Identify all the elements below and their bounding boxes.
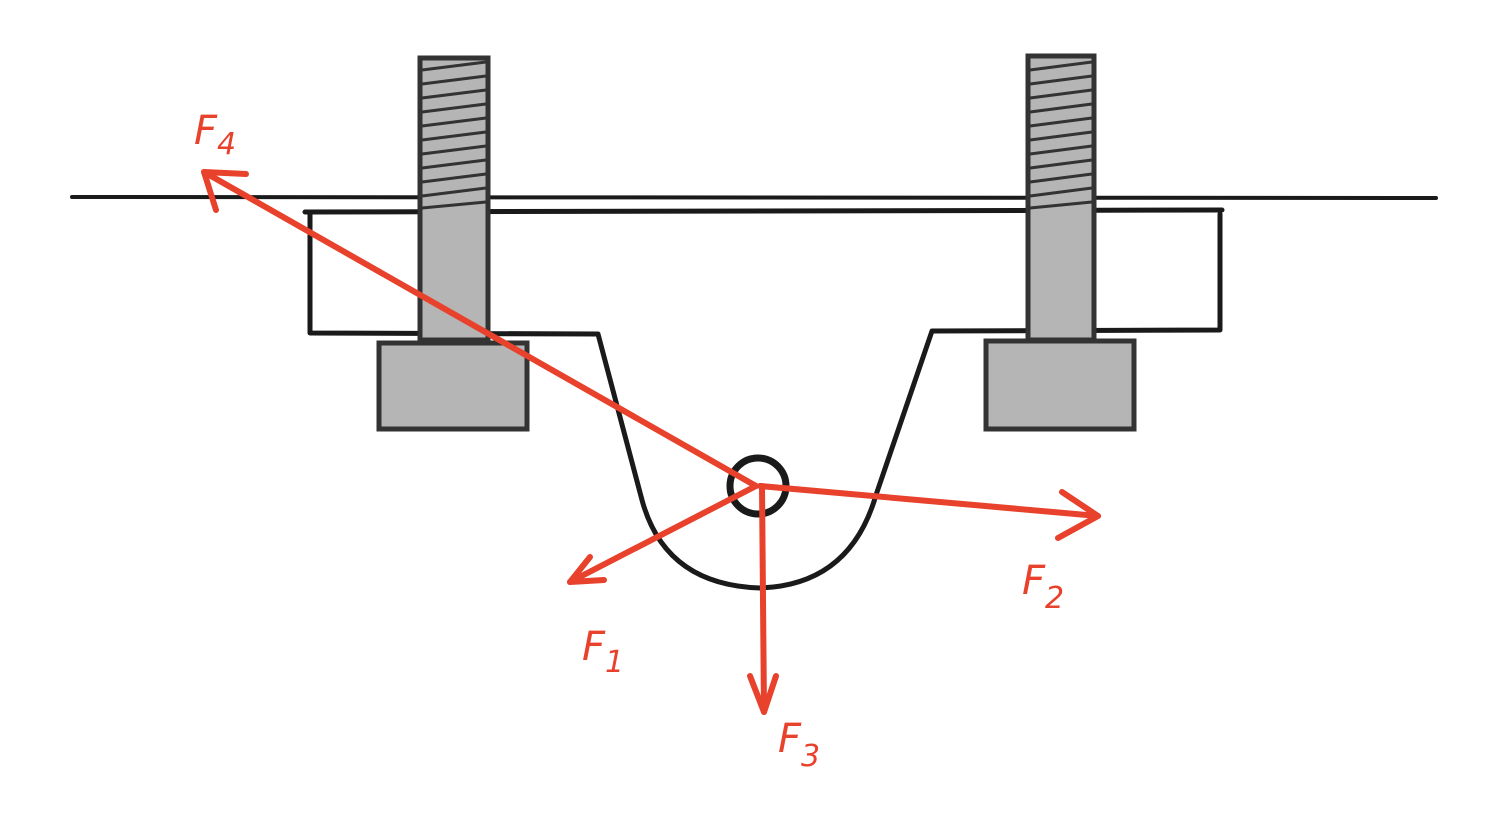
right-bolt: [983, 53, 1137, 432]
force-arrowhead-f1: [567, 554, 607, 585]
force-arrow-f4: [201, 169, 759, 489]
label-f3: F3: [778, 716, 820, 774]
force-arrowhead-f4: [201, 169, 249, 213]
force-arrow-f3: [759, 483, 767, 715]
label-f2: F2: [1022, 558, 1064, 616]
left-bolt-head: [376, 340, 530, 432]
left-bolt-thread: [421, 60, 487, 210]
force-arrow-f1: [567, 483, 759, 585]
force-vectors: [201, 169, 1101, 715]
right-bolt-thread: [1029, 60, 1093, 210]
right-bolt-head: [983, 338, 1137, 432]
label-f4: F4: [194, 108, 236, 162]
ceiling-line: [70, 194, 1438, 200]
left-bolt: [376, 55, 530, 432]
label-f1: F1: [582, 624, 624, 680]
force-arrowhead-f2: [1055, 489, 1101, 541]
force-arrowhead-f3: [747, 673, 779, 715]
right-bolt-shank: [1025, 53, 1097, 343]
force-arrow-f2: [757, 483, 1101, 519]
